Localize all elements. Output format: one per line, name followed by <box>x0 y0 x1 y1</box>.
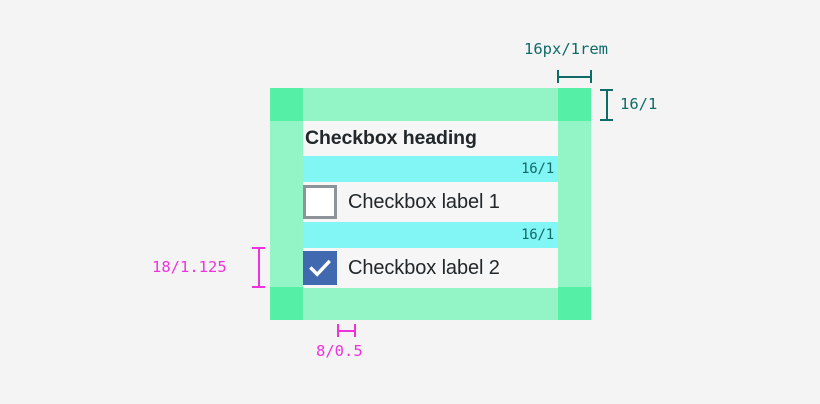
checkbox-empty-icon[interactable] <box>303 185 337 219</box>
annotation-top-padding-label: 16px/1rem <box>524 40 608 58</box>
measure-bracket-vertical-right <box>600 89 613 121</box>
annotation-top-padding-height-label: 16/1 <box>620 95 658 113</box>
padding-block-bottom-left <box>270 287 303 320</box>
checkbox-row-1[interactable]: Checkbox label 1 <box>303 182 558 222</box>
checkbox-checked-icon[interactable] <box>303 251 337 285</box>
measure-bracket-horizontal-top <box>557 70 592 83</box>
spacing-container: Checkbox heading 16/1 Checkbox label 1 1… <box>270 88 591 320</box>
checkbox-label-2[interactable]: Checkbox label 2 <box>348 256 500 279</box>
spacing-band-1: 16/1 <box>303 156 558 182</box>
annotation-row-height-label: 18/1.125 <box>152 258 227 276</box>
padding-block-top-right <box>558 88 591 121</box>
checkbox-row-2[interactable]: Checkbox label 2 <box>303 248 558 288</box>
measure-bracket-vertical-left <box>252 247 265 288</box>
measure-bracket-horizontal-bottom <box>337 324 356 337</box>
padding-block-bottom-right <box>558 287 591 320</box>
checkbox-label-1[interactable]: Checkbox label 1 <box>348 190 500 213</box>
annotation-checkbox-gap-label: 8/0.5 <box>316 342 363 360</box>
spacing-band-2: 16/1 <box>303 222 558 248</box>
checkbox-group: Checkbox heading 16/1 Checkbox label 1 1… <box>303 121 558 288</box>
spacing-band-1-label: 16/1 <box>521 161 554 177</box>
padding-block-top-left <box>270 88 303 121</box>
heading-text: Checkbox heading <box>305 127 477 149</box>
checkbox-group-heading: Checkbox heading <box>303 121 558 156</box>
spacing-band-2-label: 16/1 <box>521 227 554 243</box>
